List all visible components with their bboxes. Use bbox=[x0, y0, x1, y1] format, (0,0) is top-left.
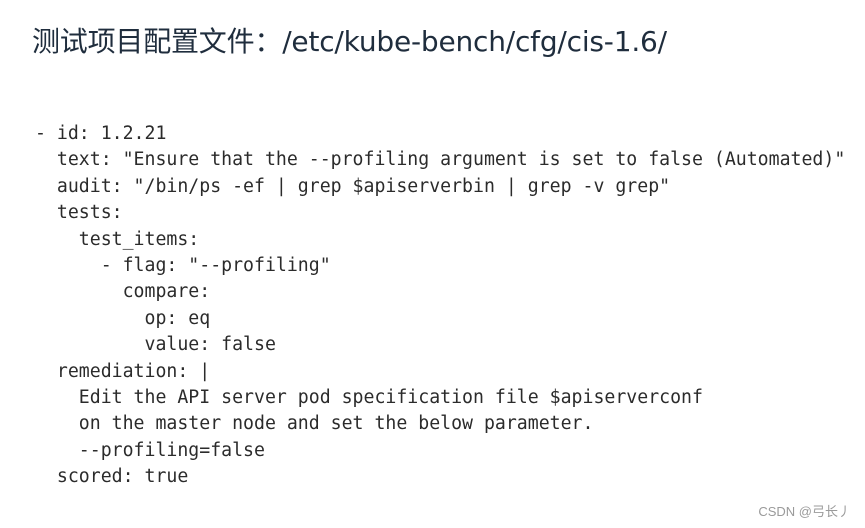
code-line-audit: audit: "/bin/ps -ef | grep $apiserverbin… bbox=[35, 175, 671, 197]
code-line-scored: scored: true bbox=[35, 466, 189, 488]
watermark: CSDN @弓长丿 bbox=[758, 504, 851, 519]
code-line-value: value: false bbox=[35, 334, 276, 356]
code-line-remediation-2: on the master node and set the below par… bbox=[35, 413, 594, 435]
code-line-remediation: remediation: | bbox=[35, 360, 211, 382]
code-line-test-items: test_items: bbox=[35, 228, 200, 250]
yaml-code-block: - id: 1.2.21 text: "Ensure that the --pr… bbox=[35, 121, 845, 490]
code-line-text: text: "Ensure that the --profiling argum… bbox=[35, 149, 846, 171]
code-line-flag: - flag: "--profiling" bbox=[35, 254, 331, 276]
code-line-compare: compare: bbox=[35, 281, 211, 303]
code-line-op: op: eq bbox=[35, 307, 211, 329]
code-line-tests: tests: bbox=[35, 202, 123, 224]
code-line-id: - id: 1.2.21 bbox=[35, 123, 167, 144]
page-title: 测试项目配置文件：/etc/kube-bench/cfg/cis-1.6/ bbox=[32, 25, 667, 58]
code-line-remediation-3: --profiling=false bbox=[35, 439, 265, 461]
code-line-remediation-1: Edit the API server pod specification fi… bbox=[35, 386, 703, 408]
